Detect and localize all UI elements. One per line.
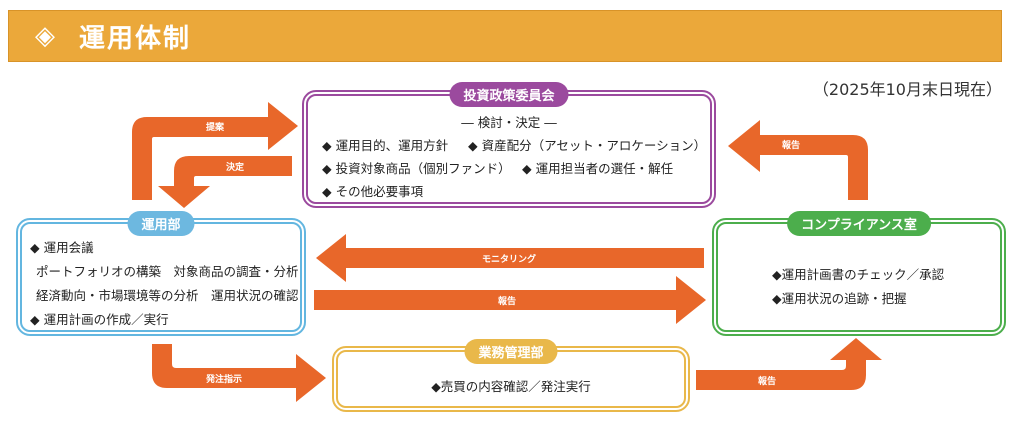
as-of-date: （2025年10月末日現在） [812,80,1002,99]
compliance-box: コンプライアンス室 ◆運用計画書のチェック／承認 ◆運用状況の追跡・把握 [712,211,1006,336]
business-box: 業務管理部 ◆売買の内容確認／発注実行 [332,339,690,412]
arrow-label-report-top-right: 報告 [782,141,801,151]
committee-subtitle: ― 検討・決定 ― [461,115,557,130]
compliance-title: コンプライアンス室 [787,211,931,236]
diamond-icon: ◈ [35,21,55,51]
arrow-label-report-mid: 報告 [498,297,517,307]
committee-item: ◆ 運用担当者の選任・解任 [522,161,674,176]
arrow-report-bottom [696,338,882,390]
section-title: 運用体制 [79,23,192,54]
arrow-order [152,344,326,402]
arrow-report-mid [314,276,706,324]
arrow-report-top-right [728,120,868,200]
operations-title: 運用部 [127,211,195,236]
operations-line: ◆ 運用会議 [30,240,94,255]
section-header: ◈ 運用体制 [8,10,1002,62]
arrow-monitoring [316,234,704,282]
operations-line: 経済動向・市場環境等の分析 運用状況の確認 [36,288,299,303]
arrow-decision [158,156,292,208]
operations-line: ポートフォリオの構築 対象商品の調査・分析 [36,264,299,279]
compliance-item: ◆運用計画書のチェック／承認 [772,267,945,282]
business-item: ◆売買の内容確認／発注実行 [431,379,591,394]
committee-item: ◆ 資産配分（アセット・アロケーション） [468,138,707,153]
arrow-label-monitoring: モニタリング [482,255,537,265]
business-title: 業務管理部 [464,339,558,364]
committee-item: ◆ 投資対象商品（個別ファンド） [322,161,511,176]
arrow-label-report-bottom: 報告 [758,377,777,387]
arrow-proposal [132,102,298,200]
arrow-label-proposal: 提案 [206,123,225,133]
arrow-label-order: 発注指示 [206,375,243,385]
committee-item: ◆ その他必要事項 [322,184,424,199]
operations-line: ◆ 運用計画の作成／実行 [30,312,169,327]
operations-box: 運用部 ◆ 運用会議 ポートフォリオの構築 対象商品の調査・分析 経済動向・市場… [16,211,306,336]
committee-box: 投資政策委員会 ― 検討・決定 ― ◆ 運用目的、運用方針 ◆ 資産配分（アセッ… [302,82,716,208]
arrow-label-decision: 決定 [226,163,245,173]
committee-title: 投資政策委員会 [449,82,569,107]
committee-item: ◆ 運用目的、運用方針 [322,138,449,153]
compliance-item: ◆運用状況の追跡・把握 [772,291,907,306]
